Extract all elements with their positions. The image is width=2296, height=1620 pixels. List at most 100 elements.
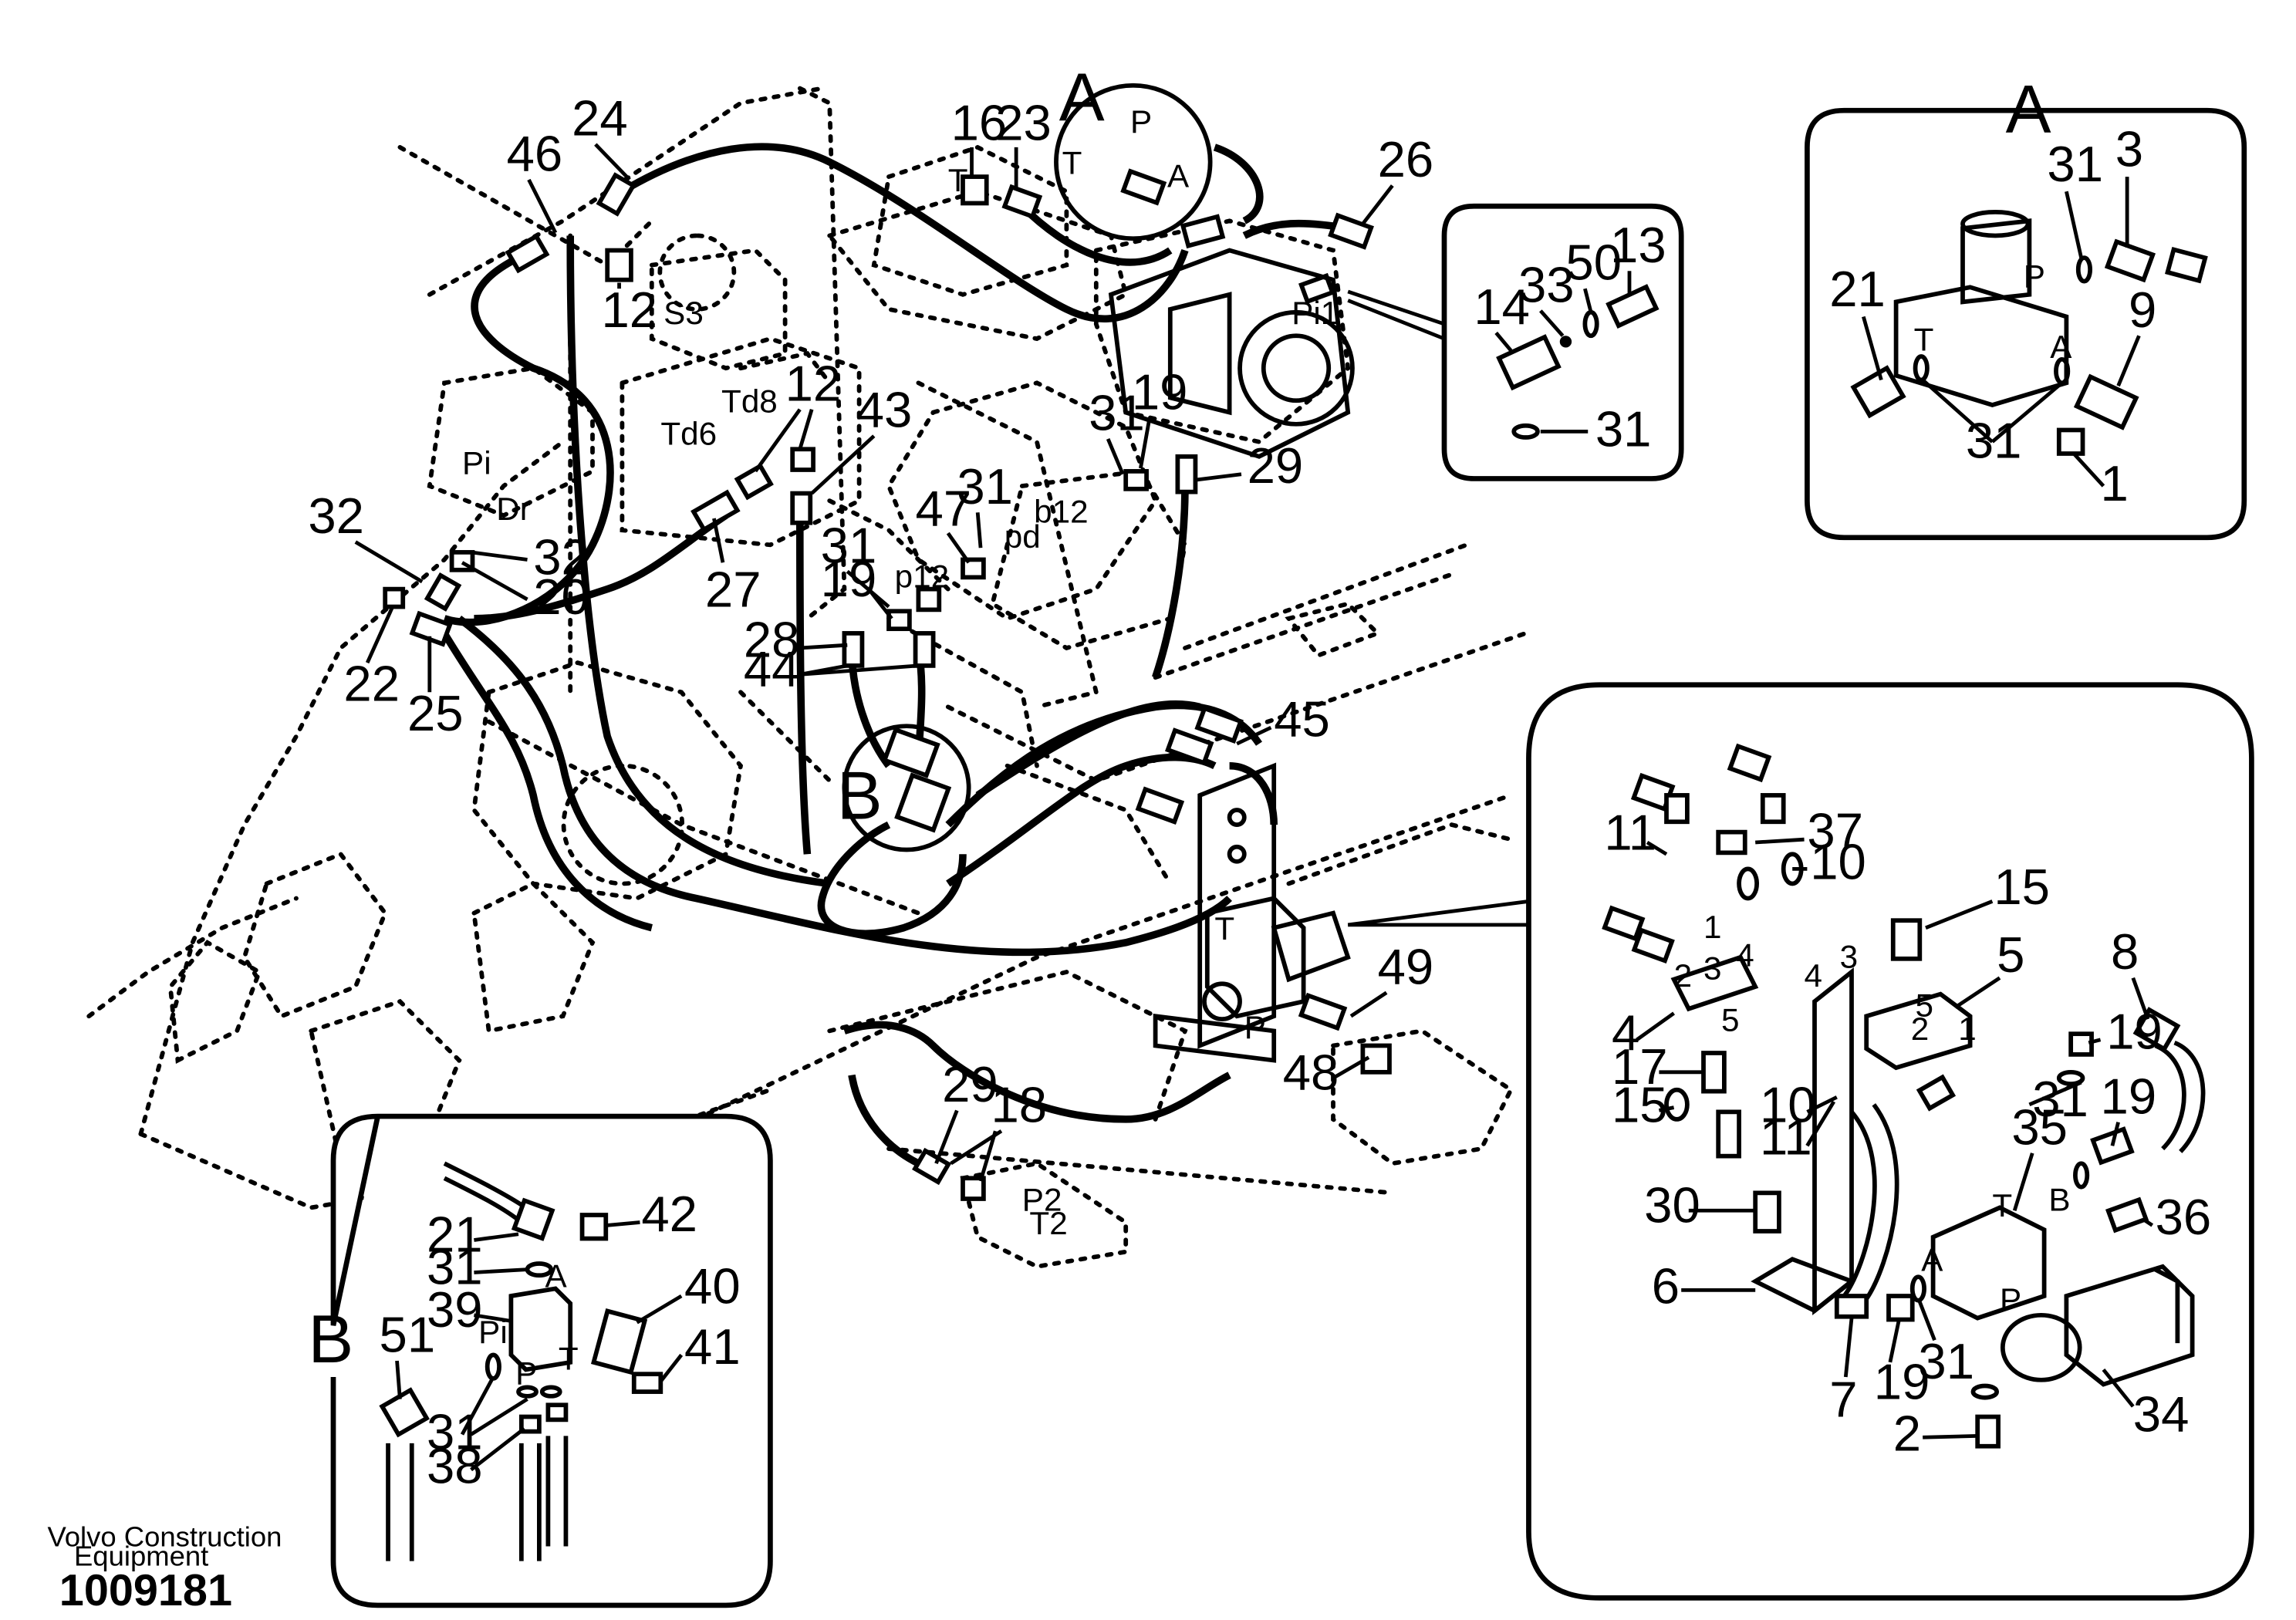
callout-number: 25 <box>407 685 464 741</box>
callout-number: 31 <box>1595 401 1652 457</box>
port-label: pd <box>1004 518 1041 555</box>
callout-number: 40 <box>684 1258 741 1315</box>
callout-number: 19 <box>1132 364 1188 420</box>
callout-number: 15 <box>1994 859 2050 915</box>
callout-number: 17 <box>1612 1038 1668 1095</box>
callout-number: 29 <box>1248 437 1304 494</box>
main-valve-bracket <box>1153 762 1351 1063</box>
callout-number: 31 <box>957 458 1013 515</box>
port-label: A <box>545 1258 567 1294</box>
port-label: T <box>1214 910 1234 947</box>
callout-number: 31 <box>2047 136 2103 192</box>
port-label: 2 <box>1911 1011 1929 1047</box>
port-label: B <box>2048 1181 2070 1217</box>
callout-number: 26 <box>1378 131 1434 187</box>
port-label: Pi <box>462 445 491 481</box>
callout-number: 35 <box>2011 1099 2068 1156</box>
callout-number: 12 <box>602 282 658 338</box>
view-marker-label: A <box>1059 59 1105 136</box>
callout-number: 29 <box>942 1056 998 1112</box>
callout-number: 46 <box>507 126 563 182</box>
callout-number: 8 <box>2111 923 2139 980</box>
port-label: Pi1 <box>1292 295 1339 331</box>
callout-number: 39 <box>427 1281 483 1338</box>
inset-valve-assembly: 4 3 5 2 1 2 3 1 4 5 T P B A <box>1347 682 2254 1601</box>
view-marker-b-circle <box>842 724 971 852</box>
port-label: Td8 <box>721 383 778 420</box>
callout-number: 44 <box>744 641 800 697</box>
document-number: 1009181 <box>59 1566 232 1615</box>
port-label: T <box>1062 144 1082 181</box>
main-callouts: 46 24 12 16 23 A 26 12 43 31 19 29 32 32… <box>308 59 1434 1182</box>
view-marker-a-circle <box>1054 83 1213 241</box>
callout-number: 43 <box>856 382 913 438</box>
callout-number: 31 <box>1918 1333 1974 1389</box>
inset-b-title: B <box>308 1301 353 1377</box>
callout-number: 10 <box>1760 1077 1816 1133</box>
port-label: P <box>2024 258 2045 294</box>
callout-number: 1 <box>2101 455 2129 511</box>
callout-number: 11 <box>1760 1109 1812 1166</box>
callout-number: 19 <box>2101 1068 2157 1124</box>
port-label: Dr <box>496 491 531 527</box>
callout-number: 47 <box>916 481 972 537</box>
port-label: 3 <box>1840 938 1858 974</box>
callout-number: 2 <box>1893 1406 1921 1462</box>
callout-number: 28 <box>744 612 800 668</box>
callout-number: 33 <box>1518 257 1575 313</box>
port-label: T <box>948 162 968 198</box>
port-label: 1 <box>1703 909 1721 945</box>
callout-number: 11 <box>1604 805 1656 861</box>
callout-number: 32 <box>533 529 589 586</box>
callout-number: 27 <box>705 562 761 618</box>
callout-number: 12 <box>785 355 842 411</box>
callout-number: 22 <box>343 656 400 712</box>
callout-number: 31 <box>427 1239 483 1295</box>
callout-number: 19 <box>821 551 877 607</box>
brand-name: Volvo Construction <box>47 1521 282 1553</box>
callout-number: 13 <box>1610 217 1666 273</box>
port-label: P <box>2000 1281 2021 1318</box>
callout-number: 32 <box>308 488 364 544</box>
callout-number: 19 <box>2106 1003 2163 1059</box>
callout-number: 10 <box>1810 834 1866 890</box>
callout-number: 51 <box>380 1307 436 1363</box>
callout-number: 24 <box>572 90 628 147</box>
port-label: S3 <box>663 295 704 331</box>
port-label: P <box>1130 103 1152 140</box>
port-label: 2 <box>1674 957 1692 994</box>
port-label: p12 <box>895 559 949 595</box>
port-label: A <box>1167 158 1189 194</box>
port-label: 4 <box>1736 937 1754 973</box>
view-marker-label: B <box>837 758 883 834</box>
callout-number: 6 <box>1652 1258 1680 1315</box>
callout-number: 20 <box>533 569 589 625</box>
port-label: 3 <box>1703 950 1721 987</box>
port-labels: P T T A Pi1 S3 Td8 Td6 Pi Dr b12 pd p12 … <box>462 103 1339 1241</box>
port-label: 5 <box>1916 987 1933 1023</box>
callout-number: 41 <box>684 1318 741 1375</box>
detail-inset-sensor: 14 33 50 13 31 <box>1347 203 1684 481</box>
port-label: Td6 <box>660 416 717 452</box>
callout-number: 4 <box>1612 1004 1639 1061</box>
port-label: T <box>1914 321 1934 357</box>
callout-number: 18 <box>991 1077 1047 1133</box>
callout-number: 3 <box>2115 121 2143 177</box>
callout-number: 42 <box>641 1186 697 1242</box>
callout-number: 31 <box>821 517 877 573</box>
main-fittings <box>383 168 1392 1201</box>
port-label: T <box>559 1341 579 1377</box>
callout-number: 50 <box>1565 235 1622 291</box>
port-label: A <box>1921 1242 1943 1278</box>
pump-unit <box>1108 248 1355 459</box>
port-label: 1 <box>1958 1011 1976 1047</box>
callout-number: 45 <box>1274 691 1330 748</box>
port-label: P2 <box>1022 1181 1062 1217</box>
callout-number: 31 <box>1089 385 1145 441</box>
brand-name-line2: Equipment <box>74 1540 208 1571</box>
callout-number: 23 <box>995 95 1052 151</box>
callout-number: 19 <box>1874 1354 1930 1410</box>
callout-number: 30 <box>1644 1177 1700 1234</box>
